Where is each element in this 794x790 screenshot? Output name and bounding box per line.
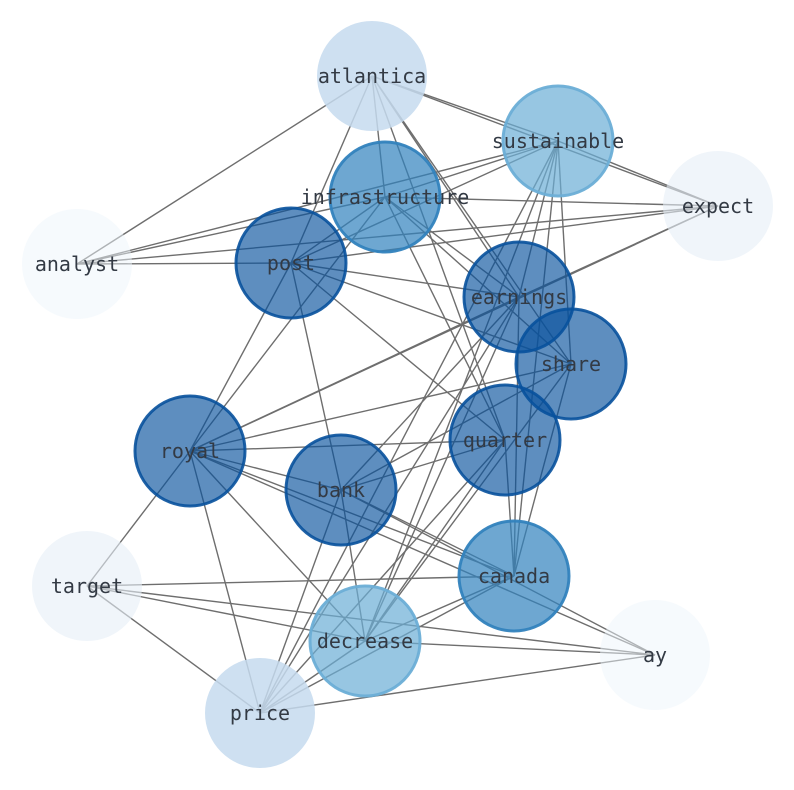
edge-royal-ay [189,450,656,656]
node-label-target: target [51,574,123,598]
node-share [514,307,628,421]
node-target [32,531,142,641]
node-label-bank: bank [317,478,365,502]
node-price [205,658,315,768]
node-label-price: price [230,701,290,725]
node-expect [663,151,773,261]
node-label-ay: ay [643,643,667,667]
node-label-post: post [267,251,315,275]
edge-earnings-royal [189,296,520,452]
edge-atlantica-analyst [76,75,373,265]
edge-sustainable-analyst [76,140,559,265]
node-sustainable [501,84,615,198]
label-layer: atlantica sustainable expect infrastructure… [35,64,754,725]
node-post [234,206,348,320]
node-ay [600,600,710,710]
node-analyst [22,209,132,319]
node-label-share: share [541,352,601,376]
edge-canada-target [86,575,515,587]
node-label-decrease: decrease [317,629,413,653]
edge-share-royal [189,363,572,452]
node-label-expect: expect [682,194,754,218]
edge-quarter-price [259,439,506,714]
node-label-canada: canada [478,564,550,588]
node-layer [22,21,773,768]
node-label-sustainable: sustainable [492,129,624,153]
edge-expect-post [290,205,719,264]
node-atlantica [317,21,427,131]
node-quarter [448,383,562,497]
node-label-royal: royal [160,439,220,463]
edge-earnings-decrease [364,296,520,642]
edge-sustainable-decrease [364,140,559,642]
node-label-analyst: analyst [35,252,119,276]
node-label-earnings: earnings [471,285,567,309]
edge-price-ay [259,654,656,714]
node-label-atlantica: atlantica [318,64,426,88]
node-canada [457,519,571,633]
node-decrease [308,584,422,698]
node-infrastructure [328,140,442,254]
node-bank [284,433,398,547]
edge-sustainable-price [259,140,559,714]
node-label-infrastructure: infrastructure [301,185,470,209]
node-label-quarter: quarter [463,428,547,452]
node-royal [133,394,247,508]
